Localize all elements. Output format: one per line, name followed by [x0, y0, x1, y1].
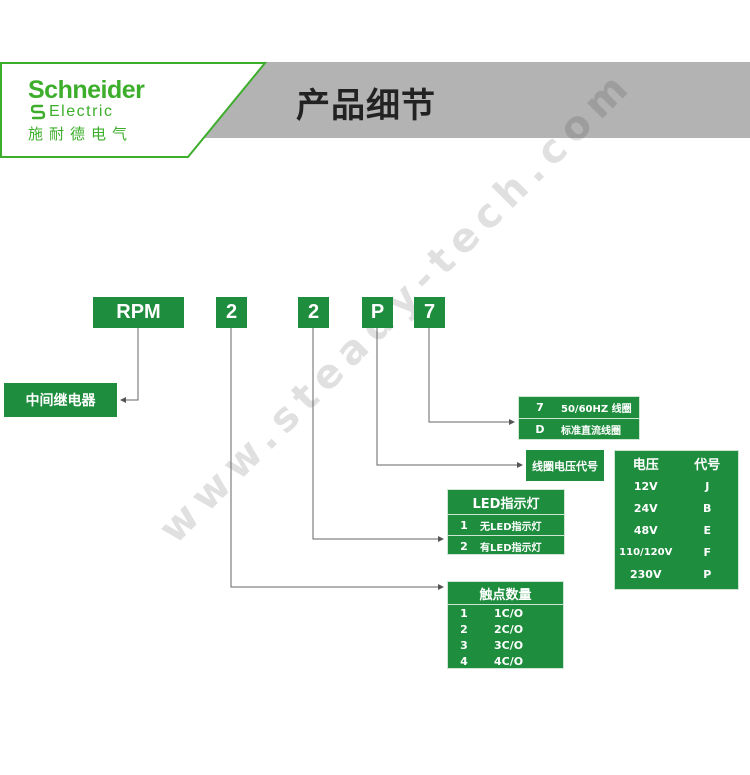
contacts-row: 1 1C/O [448, 604, 563, 621]
code-segment-voltage: P [362, 297, 393, 328]
schneider-logo: Schneider Electric 施耐德电气 [28, 78, 178, 144]
code-segment-coil: 7 [414, 297, 445, 328]
relay-label: 中间继电器 [4, 383, 117, 417]
led-num: 2 [460, 539, 468, 553]
contacts-text: 1C/O [494, 606, 524, 620]
voltage-row: 24V B [615, 497, 738, 519]
coil-type-table: 7 50/60HZ 线圈 D 标准直流线圈 [518, 396, 640, 440]
page-title: 产品细节 [296, 86, 436, 126]
led-text: 无LED指示灯 [480, 521, 542, 533]
voltage-code: B [703, 501, 712, 515]
logo-sub-text: Electric [49, 103, 114, 120]
voltage-code: F [703, 545, 711, 559]
voltage-value: 48V [633, 523, 658, 537]
contacts-text: 3C/O [494, 638, 524, 652]
voltage-row: 110/120V F [615, 541, 738, 563]
voltage-code: J [705, 479, 710, 493]
voltage-value: 110/120V [619, 546, 673, 558]
coil-type-text: 50/60HZ 线圈 [561, 404, 632, 415]
led-text: 有LED指示灯 [480, 542, 542, 554]
code-segment-led: 2 [298, 297, 329, 328]
coil-type-text: 标准直流线圈 [561, 426, 621, 437]
connector-rpm [120, 328, 139, 403]
connector-coil [428, 328, 515, 425]
code-header: 代号 [694, 457, 721, 473]
voltage-value: 24V [633, 501, 658, 515]
coil-voltage-label: 线圈电压代号 [526, 450, 604, 481]
contacts-table: 触点数量 1 1C/O 2 2C/O 3 3C/O 4 4C/O [447, 581, 564, 669]
led-row: 2 有LED指示灯 [448, 535, 564, 556]
logo-brand-text: Schneider [28, 76, 145, 104]
header-band [0, 62, 750, 158]
contacts-row: 4 4C/O [448, 653, 563, 669]
contacts-row: 3 3C/O [448, 637, 563, 653]
voltage-code: P [703, 567, 712, 581]
contacts-num: 3 [460, 638, 468, 652]
contacts-table-title: 触点数量 [448, 582, 563, 604]
schneider-s-mark-icon [30, 104, 46, 120]
coil-type-row: D 标准直流线圈 [519, 418, 639, 440]
contacts-num: 1 [460, 606, 468, 620]
coil-type-code: 7 [536, 401, 544, 414]
led-num: 1 [460, 518, 468, 532]
voltage-table: 电压 代号 12V J 24V B 48V E 110/120V F 230V … [614, 450, 739, 590]
coil-type-code: D [535, 423, 545, 436]
voltage-value: 12V [633, 479, 658, 493]
contacts-text: 2C/O [494, 622, 524, 636]
contacts-num: 4 [460, 654, 468, 668]
logo-chinese-text: 施耐德电气 [28, 125, 134, 143]
coil-type-row: 7 50/60HZ 线圈 [519, 397, 639, 418]
contacts-num: 2 [460, 622, 468, 636]
code-segment-contacts: 2 [216, 297, 247, 328]
voltage-row: 12V J [615, 475, 738, 497]
code-segment-rpm: RPM [93, 297, 184, 328]
led-title: LED指示灯 [472, 496, 540, 512]
contacts-title: 触点数量 [479, 587, 532, 603]
voltage-row: 48V E [615, 519, 738, 541]
connector-voltage [376, 328, 523, 468]
voltage-table-header: 电压 代号 [615, 451, 738, 475]
contacts-row: 2 2C/O [448, 621, 563, 637]
voltage-code: E [703, 523, 711, 537]
connector-contacts [230, 328, 444, 590]
voltage-value: 230V [630, 567, 662, 581]
connector-led [312, 328, 444, 542]
led-table: LED指示灯 1 无LED指示灯 2 有LED指示灯 [447, 489, 565, 555]
contacts-text: 4C/O [494, 654, 524, 668]
voltage-header: 电压 [632, 457, 659, 473]
voltage-row: 230V P [615, 563, 738, 585]
led-row: 1 无LED指示灯 [448, 514, 564, 535]
led-table-title: LED指示灯 [448, 490, 564, 514]
